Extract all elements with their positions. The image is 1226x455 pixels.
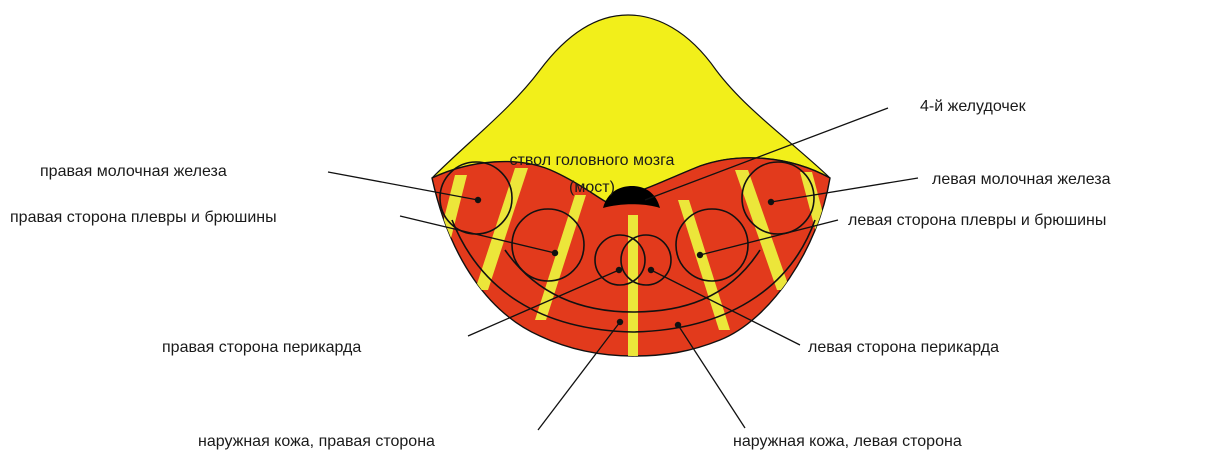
- label-left-mammary: левая молочная железа: [932, 171, 1111, 188]
- label-right-mammary: правая молочная железа: [40, 163, 227, 180]
- label-skin-right: наружная кожа, правая сторона: [198, 433, 435, 450]
- label-right-pericardium: правая сторона перикарда: [162, 339, 361, 356]
- brainstem-label-line1: ствол головного мозга: [510, 152, 675, 169]
- brainstem-label-line2: (мост): [569, 179, 615, 196]
- label-right-pleura: правая сторона плевры и брюшины: [10, 209, 277, 226]
- label-skin-left: наружная кожа, левая сторона: [733, 433, 962, 450]
- label-left-pericardium: левая сторона перикарда: [808, 339, 999, 356]
- label-fourth-ventricle: 4-й желудочек: [920, 98, 1027, 115]
- label-left-pleura: левая сторона плевры и брюшины: [848, 212, 1106, 229]
